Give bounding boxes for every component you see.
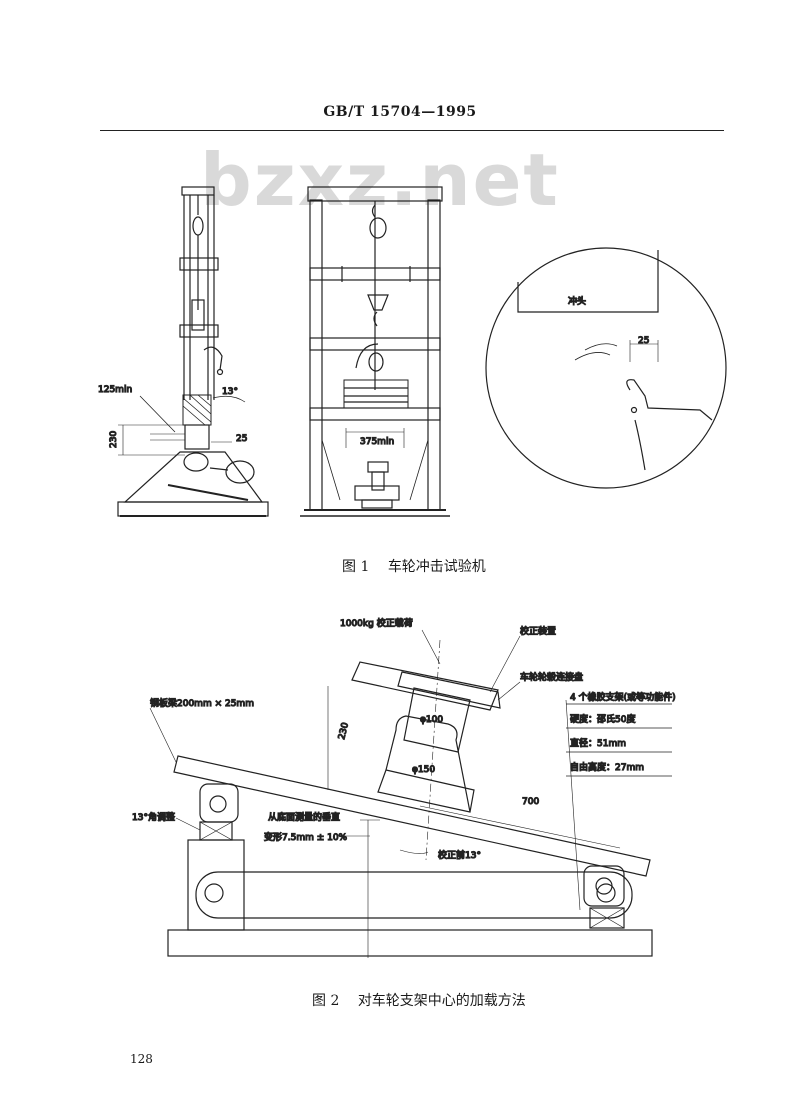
figure-1-number: 图 1 [342, 559, 370, 575]
figure-2-number: 图 2 [312, 993, 340, 1009]
fig2-label-free-height: 自由高度：27mm [570, 761, 644, 773]
figure-2-drawing: 1000kg 校正载荷 校正装置 车轮轮毂连接盘 4 个橡胶支架(或等功能件) … [131, 616, 676, 958]
figure-1-title: 车轮冲击试验机 [387, 559, 486, 575]
fig2-label-rubber-supports: 4 个橡胶支架(或等功能件) [570, 691, 676, 703]
fig1-label-125min: 125min [98, 385, 132, 395]
figure-2-caption: 图 2 对车轮支架中心的加载方法 [312, 990, 526, 1010]
fig1-label-230: 230 [109, 431, 119, 448]
fig1-label-detail-25: 25 [638, 336, 649, 346]
page-number: 128 [130, 1052, 153, 1066]
fig1-label-13deg: 13° [222, 387, 238, 397]
fig1-label-25: 25 [236, 434, 247, 444]
fig2-label-adjust-13: 13°角调整 [132, 811, 175, 823]
side-view [117, 186, 269, 517]
fig1-label-375min: 375min [360, 437, 394, 447]
fig2-label-dia-150: φ150 [412, 765, 435, 775]
fig2-label-deformation: 变形7.5mm ± 10% [264, 831, 348, 843]
figure-1-caption: 图 1 车轮冲击试验机 [342, 556, 486, 576]
fig2-label-230: 230 [337, 721, 351, 740]
fig2-label-dia-100: φ100 [420, 715, 443, 725]
fig2-label-hardness: 硬度：邵氏50度 [570, 713, 635, 725]
standard-number: GB/T 15704—1995 [323, 104, 477, 120]
fig2-label-load: 1000kg 校正载荷 [340, 617, 413, 629]
fig2-label-before-calibration: 校正前13° [438, 849, 481, 861]
header-rule [100, 130, 724, 131]
front-view [300, 186, 450, 517]
fig2-label-diameter: 直径：51mm [570, 737, 626, 749]
loading-rig [149, 629, 653, 958]
detail-circle [485, 247, 727, 489]
spec-box [566, 703, 672, 777]
figure-1-drawing: 125min 13° 230 25 375min 冲头 25 [97, 186, 727, 517]
fig2-label-steel-beam: 钢板梁200mm × 25mm [150, 697, 254, 709]
fig2-label-700: 700 [522, 797, 539, 807]
fig2-label-hub-plate: 车轮轮毂连接盘 [520, 671, 583, 683]
fig2-label-vertical: 从底面测量的垂直 [268, 811, 340, 823]
figure-2-title: 对车轮支架中心的加载方法 [357, 993, 526, 1009]
watermark: bzxz.net [200, 138, 560, 222]
fig2-label-calibration-device: 校正装置 [520, 625, 556, 637]
fig1-label-punch: 冲头 [568, 295, 586, 307]
